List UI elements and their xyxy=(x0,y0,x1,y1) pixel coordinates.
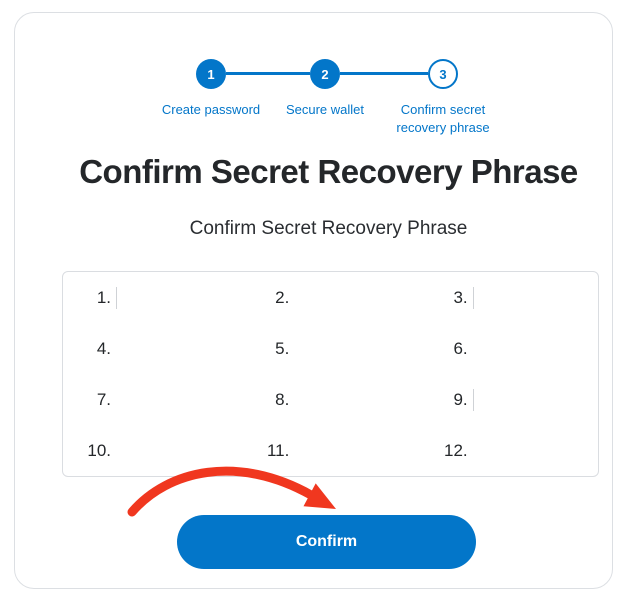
phrase-slot-12: 12. xyxy=(420,425,598,476)
step-3-circle: 3 xyxy=(428,59,458,89)
text-cursor xyxy=(472,388,474,411)
phrase-slot-4: 4. xyxy=(63,323,241,374)
slot-number: 3. xyxy=(453,287,468,307)
step-2-label: Secure wallet xyxy=(285,102,365,117)
text-cursor xyxy=(116,286,117,309)
confirm-button[interactable]: Confirm xyxy=(177,515,476,569)
slot-number: 6. xyxy=(453,338,468,358)
step-1-number: 1 xyxy=(207,66,215,82)
phrase-slot-6: 6. xyxy=(420,323,598,374)
confirm-button-label: Confirm xyxy=(295,533,358,550)
slot-number: 2. xyxy=(275,287,290,307)
phrase-slot-5: 5. xyxy=(241,323,419,374)
step-3-label: Confirm secret recovery phrase xyxy=(396,102,490,135)
phrase-slot-10: 10. xyxy=(63,425,241,476)
page-title: Confirm Secret Recovery Phrase xyxy=(79,153,578,190)
text-cursor xyxy=(472,286,474,309)
step-1-label: Create password xyxy=(161,102,261,117)
step-1-circle: 1 xyxy=(196,59,226,89)
phrase-slot-7: 7. xyxy=(63,374,241,425)
slot-number: 1. xyxy=(96,287,111,307)
slot-number: 7. xyxy=(96,389,111,409)
phrase-slot-8: 8. xyxy=(241,374,419,425)
phrase-slot-11: 11. xyxy=(241,425,419,476)
recovery-phrase-grid: 1. 2. 3. 4. 5. 6. 7. 8. 9. 10. 11. xyxy=(62,271,599,477)
phrase-slot-9[interactable]: 9. xyxy=(420,374,598,425)
step-connector-1-2 xyxy=(226,72,310,75)
step-2-circle: 2 xyxy=(310,59,340,89)
phrase-slot-2: 2. xyxy=(241,272,419,323)
step-2-number: 2 xyxy=(321,66,329,82)
slot-number: 9. xyxy=(453,389,468,409)
step-3-number: 3 xyxy=(439,66,447,82)
slot-number: 4. xyxy=(96,338,111,358)
slot-number: 12. xyxy=(444,440,468,460)
phrase-slot-1[interactable]: 1. xyxy=(63,272,241,323)
slot-number: 11. xyxy=(266,440,290,460)
slot-number: 8. xyxy=(275,389,290,409)
slot-number: 10. xyxy=(87,440,111,460)
page-subtitle: Confirm Secret Recovery Phrase xyxy=(189,218,468,239)
slot-number: 5. xyxy=(275,338,290,358)
onboarding-card: 1 2 3 Create password Secure wallet Conf… xyxy=(14,12,613,589)
step-connector-2-3 xyxy=(340,72,428,75)
phrase-slot-3[interactable]: 3. xyxy=(420,272,598,323)
